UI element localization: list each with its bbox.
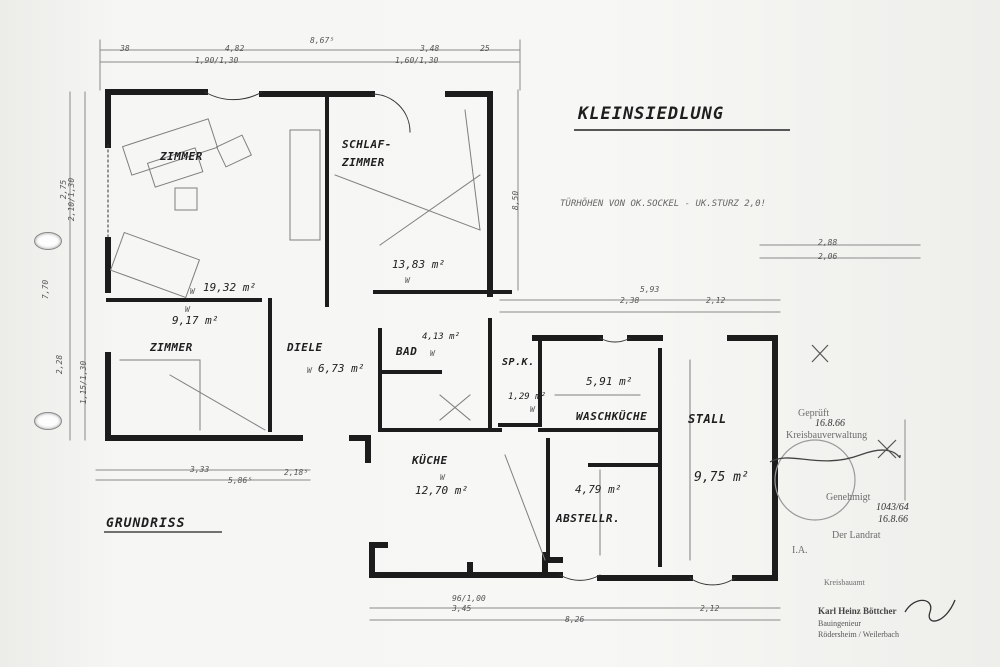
dim-top-f: 38 [120,44,130,53]
room-area-abstellraum: 4,79 m² [575,483,622,496]
room-area-zimmer-1: 19,32 m² [203,281,256,294]
room-name-bad: BAD [396,345,418,358]
door-swings [107,91,736,586]
plan-label: GRUNDRISS [106,516,186,531]
room-name-diele: DIELE [287,341,323,354]
door-height-note: TÜRHÖHEN VON OK.SOCKEL - UK.STURZ 2,0! [560,199,766,209]
dim-left-e: 1,15/1,30 [79,360,89,405]
room-name-abstellraum: ABSTELLR. [556,512,621,525]
stamp-line-6: Kreisbauamt [824,578,865,587]
architect-place: Rödersheim / Weilerbach [818,630,899,639]
room-prefix-spk: W [530,405,535,414]
room-name-schlafzimmer: SCHLAF- ZIMMER [342,138,392,169]
stamp-line-4: Der Landrat [832,530,881,541]
stamp-seal [774,439,856,521]
room-area-diele: 6,73 m² [318,362,365,375]
room-area-kueche: 12,70 m² [415,484,468,497]
dim-bottom-f: 2,12 [700,604,720,613]
room-name-zimmer-1: ZIMMER [160,150,203,163]
room-area-schlafzimmer: 13,83 m² [392,258,445,271]
dim-top-a: 4,82 [225,44,245,53]
dim-bottom-d: 3,45 [452,604,472,613]
exterior-walls [105,89,778,581]
dim-top-c: 1,90/1,30 [195,56,239,65]
dim-annex-b: 2,06 [818,252,838,261]
dim-top-d: 1,60/1,30 [395,56,439,65]
room-prefix-schlafzimmer: W [405,276,410,285]
architect-name: Karl Heinz Böttcher [818,606,897,616]
dim-bottom-g: 96/1,00 [452,594,486,603]
dim-bottom-e: 8,26 [565,615,585,624]
dim-bottom-c: 2,18⁵ [284,468,309,477]
dim-right-total: 8,50 [511,190,521,211]
room-prefix-diele: W [307,366,312,375]
room-name-waschkueche: WASCHKÜCHE [576,410,648,423]
cross-mark-2 [877,439,897,459]
dim-left-d: 2,28 [55,354,65,375]
stamp-date-1: 16.8.66 [815,418,845,429]
dimension-lines [69,39,921,621]
architect-role: Bauingenieur [818,619,862,628]
dim-left-c: 7,70 [41,279,51,300]
room-area-zimmer-2: 9,17 m² [172,314,219,327]
stamp-line-5: I.A. [792,545,808,556]
drawing-title: KLEINSIEDLUNG [578,104,725,124]
stamp-number: 1043/64 [876,502,909,513]
room-prefix-zimmer-1: W [190,287,195,296]
dim-annex-d: 2,38 [620,296,640,305]
cross-mark [811,344,829,363]
dim-bottom-b: 5,86⁵ [228,476,253,485]
dim-top-b: 3,48 [420,44,440,53]
furniture-sketch [109,109,691,561]
room-name-stall: STALL [688,412,727,426]
stamp-signature-stroke [769,449,901,463]
room-name-spk: SP.K. [502,357,535,368]
dim-annex-e: 2,12 [706,296,726,305]
room-area-bad: 4,13 m² [422,332,460,342]
room-area-waschkueche: 5,91 m² [586,375,633,388]
bottom-signature [904,599,956,622]
room-prefix-zimmer-2: W [185,305,190,314]
room-area-spk: 1,29 m² [508,392,546,402]
stamp-line-2: Kreisbauverwaltung [786,430,868,441]
dim-top-e: 25 [480,44,490,53]
stamp-line-3: Genehmigt [826,492,871,503]
room-area-stall: 9,75 m² [694,470,749,485]
dim-left-b: 2,10/1,30 [67,177,77,222]
dim-bottom-a: 3,33 [190,465,210,474]
punch-hole-top [34,232,62,250]
dim-top-total: 8,67⁵ [310,36,335,45]
room-prefix-bad: W [430,349,435,358]
dim-annex-c: 5,93 [640,285,660,294]
stamp-date-2: 16.8.66 [878,514,908,525]
dim-annex-a: 2,88 [818,238,838,247]
stamp-line-1: Geprüft [798,408,830,419]
punch-hole-bottom [34,412,62,430]
room-name-zimmer-2: ZIMMER [150,341,193,354]
room-name-kueche: KÜCHE [412,454,448,467]
interior-walls [106,92,662,567]
room-prefix-kueche: W [440,473,445,482]
